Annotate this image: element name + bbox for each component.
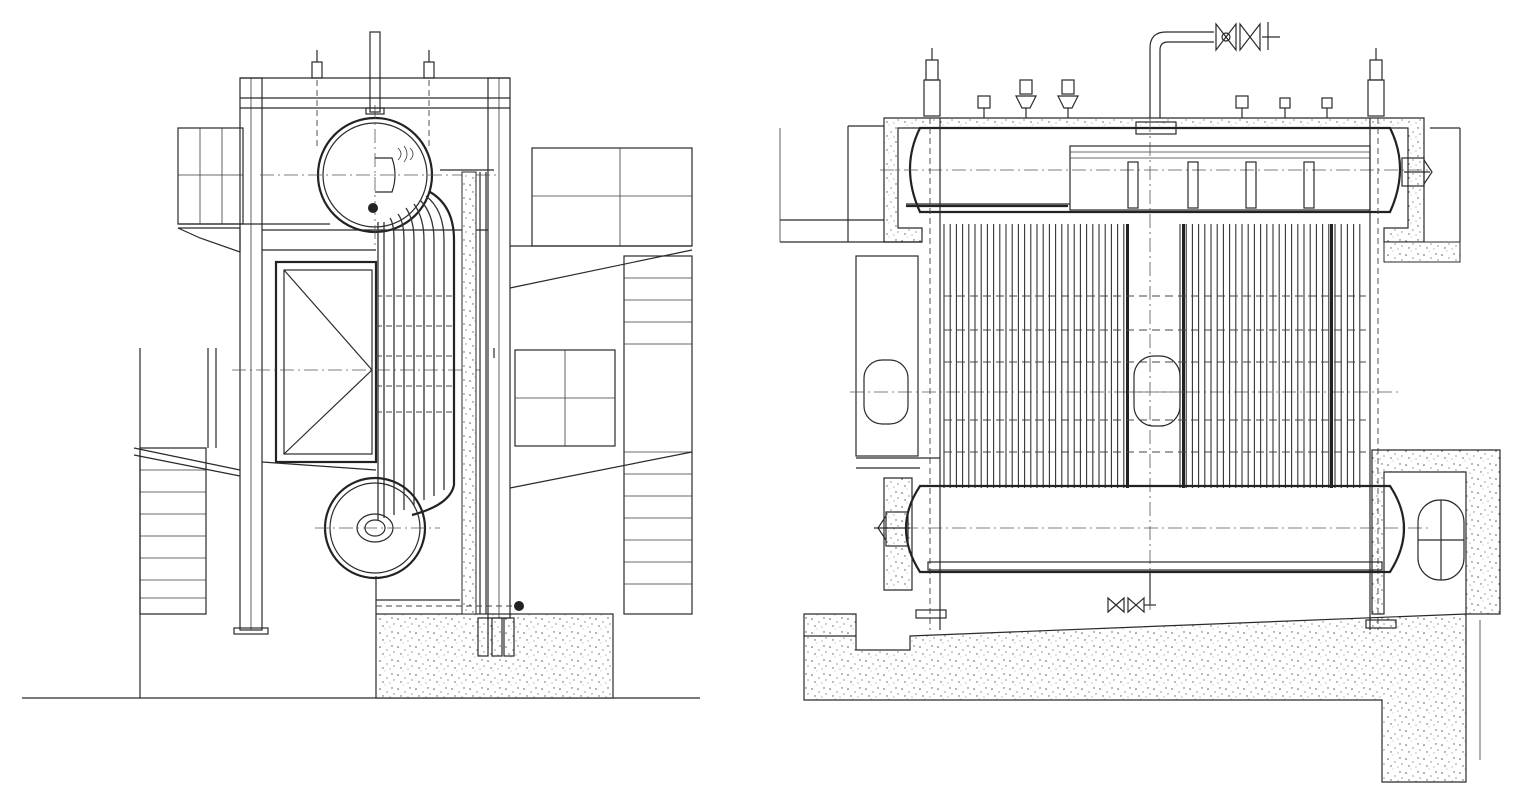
front-left-casing [850, 255, 1400, 469]
right-side-casing [509, 147, 693, 615]
front-elevation-view [779, 22, 1501, 783]
steam-outlet-valve [1149, 22, 1280, 118]
safety-valves [977, 79, 1333, 118]
left-side-casing [133, 348, 241, 698]
front-casing-lines [779, 118, 1461, 630]
downcomer-tube [1126, 224, 1129, 488]
furnace-opening [232, 260, 480, 471]
lower-drum-front [880, 484, 1430, 614]
water-wall-tubes [943, 224, 1366, 488]
upper-drum-front [880, 121, 1430, 214]
right-foundation [803, 613, 1467, 783]
upper-manhole [1401, 157, 1433, 187]
hanger-rods [311, 50, 435, 150]
convection-tube-bank [376, 191, 456, 520]
lower-drum-side [315, 476, 440, 580]
steel-frame [177, 77, 511, 635]
downcomer-tube [1182, 224, 1185, 488]
rear-wall-refractory [461, 171, 477, 615]
drum-hangers [923, 48, 1385, 117]
refractory-lining [883, 117, 1425, 243]
side-elevation-view [22, 31, 700, 699]
lower-manholes [874, 499, 1465, 581]
upper-drum-side [260, 31, 500, 250]
downcomer-tube [1330, 224, 1333, 488]
